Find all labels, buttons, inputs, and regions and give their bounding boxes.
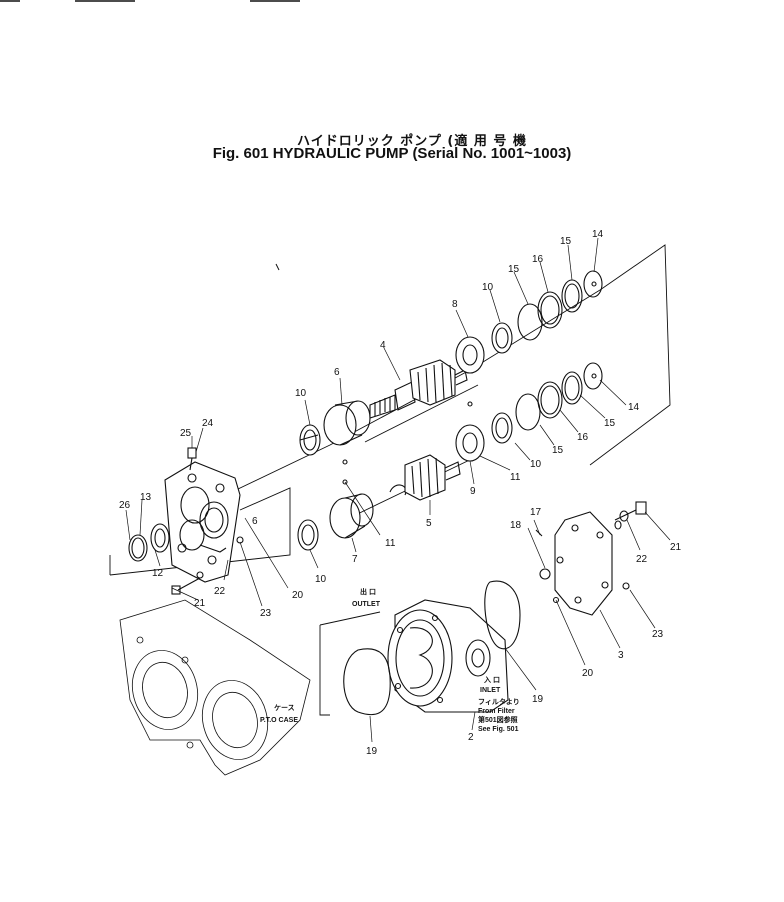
- callout-20: 20: [582, 668, 594, 679]
- filter-note-jp: フィルタより: [478, 697, 520, 706]
- callout-2: 2: [468, 732, 474, 743]
- fig-ref-note: See Fig. 501: [478, 726, 519, 733]
- o-ring: [343, 580, 521, 716]
- outlet-note-jp: 出 口: [360, 587, 376, 596]
- callout-13: 13: [140, 492, 152, 503]
- callout-6: 6: [334, 367, 340, 378]
- case-note: P.T.O CASE: [260, 717, 298, 724]
- pto-case: [119, 599, 311, 776]
- callout-6: 6: [252, 516, 258, 527]
- callout-23: 23: [652, 629, 664, 640]
- outlet-note: OUTLET: [352, 601, 381, 608]
- callout-4: 4: [380, 340, 386, 351]
- figure-title: Fig. 601 HYDRAULIC PUMP (Serial No. 1001…: [212, 145, 572, 162]
- callout-15: 15: [552, 445, 564, 456]
- callout-15: 15: [604, 418, 616, 429]
- callout-17: 17: [530, 507, 542, 518]
- callout-10: 10: [295, 388, 307, 399]
- title-japanese: ハイドロリック ポンプ (適 用 号 機: [297, 134, 527, 149]
- callout-16: 16: [577, 432, 589, 443]
- callout-10: 10: [315, 574, 327, 585]
- pump-body: [387, 599, 509, 713]
- driven-gear: [389, 454, 461, 501]
- callout-9: 9: [470, 486, 476, 497]
- callout-22: 22: [636, 554, 648, 565]
- inlet-note-jp: 入 口: [483, 676, 500, 684]
- inlet-note: INLET: [480, 687, 501, 694]
- oil-seal: [150, 523, 170, 553]
- callout-3: 3: [618, 650, 624, 661]
- front-cover: [164, 461, 241, 583]
- bolt: [236, 401, 647, 604]
- callout-15: 15: [560, 236, 572, 247]
- seal-ring: [515, 270, 603, 431]
- callout-14: 14: [628, 402, 640, 413]
- callout-21: 21: [194, 598, 206, 609]
- snap-ring: [128, 534, 148, 562]
- callout-labels: 10 6 4 8 10 15 16 15 14 14 15 16 15 10 1…: [119, 229, 682, 757]
- drive-gear: [369, 359, 468, 419]
- callout-7: 7: [352, 554, 358, 565]
- callout-19: 19: [532, 694, 544, 705]
- rear-cover: [554, 511, 613, 616]
- notes: 出 口 OUTLET 入 口 INLET フィルタより From Filter …: [260, 587, 520, 733]
- axis-lines: [109, 244, 671, 716]
- callout-11: 11: [510, 472, 521, 483]
- callout-11: 11: [385, 538, 396, 549]
- leader-lines: [125, 237, 671, 743]
- callout-12: 12: [152, 568, 164, 579]
- callout-25: 25: [180, 428, 192, 439]
- needle-bearing: [297, 322, 513, 551]
- case-note-jp: ケース: [274, 704, 295, 712]
- fig-ref-note-jp: 第501図参照: [478, 715, 518, 724]
- callout-15: 15: [508, 264, 520, 275]
- callout-10: 10: [482, 282, 494, 293]
- callout-16: 16: [532, 254, 544, 265]
- callout-18: 18: [510, 520, 522, 531]
- callout-21: 21: [670, 542, 682, 553]
- callout-8: 8: [452, 299, 458, 310]
- callout-26: 26: [119, 500, 131, 511]
- callout-20: 20: [292, 590, 304, 601]
- callout-5: 5: [426, 518, 432, 529]
- callout-24: 24: [202, 418, 214, 429]
- filter-note: From Filter: [478, 708, 515, 715]
- callout-10: 10: [530, 459, 542, 470]
- callout-22: 22: [214, 586, 226, 597]
- callout-19: 19: [366, 746, 378, 757]
- callout-14: 14: [592, 229, 604, 240]
- bushing: [323, 336, 485, 539]
- callout-23: 23: [260, 608, 272, 619]
